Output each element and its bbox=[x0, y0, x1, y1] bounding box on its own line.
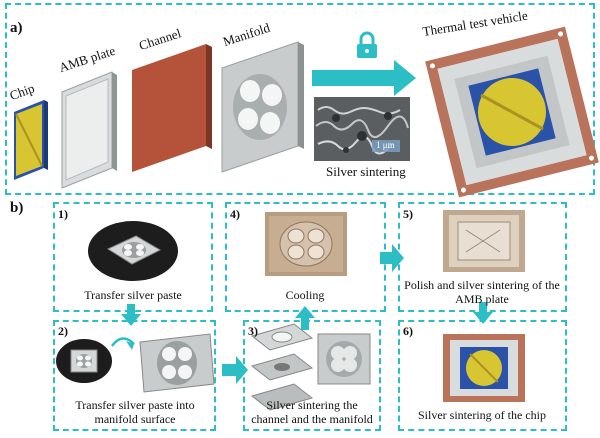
channel-illustration bbox=[132, 44, 212, 172]
step6-caption: Silver sintering of the chip bbox=[418, 408, 546, 422]
step5-box bbox=[398, 202, 567, 312]
sem-image bbox=[314, 97, 410, 161]
step6-box bbox=[398, 320, 567, 431]
step2-box bbox=[53, 320, 216, 431]
step3-image bbox=[250, 323, 371, 411]
step6-number: 6) bbox=[403, 324, 413, 338]
step5-image bbox=[443, 210, 525, 272]
thermal-test-vehicle-illustration bbox=[425, 26, 599, 198]
step3-number: 3) bbox=[248, 324, 258, 338]
lock-icon bbox=[357, 31, 377, 58]
arrow-2-to-3 bbox=[222, 356, 248, 384]
chip-illustration bbox=[14, 100, 48, 180]
step4-box bbox=[225, 202, 386, 312]
panel-a-frame bbox=[5, 3, 595, 195]
step3-box bbox=[243, 320, 381, 431]
step4-number: 4) bbox=[230, 207, 240, 221]
sem-caption: Silver sintering bbox=[326, 164, 406, 179]
step2-image bbox=[56, 333, 215, 393]
panel-a-letter: a) bbox=[10, 20, 23, 36]
process-arrow bbox=[312, 60, 416, 96]
step4-caption: Cooling bbox=[285, 288, 325, 302]
step4-image bbox=[265, 212, 347, 276]
arrow-5-to-6 bbox=[473, 302, 493, 324]
step6-image bbox=[443, 334, 525, 402]
step5-number: 5) bbox=[403, 207, 413, 221]
step5-caption: Polish and silver sintering of the AMB p… bbox=[404, 278, 560, 306]
sem-scale-bar: 1 μm bbox=[376, 140, 395, 150]
arrow-3-to-4 bbox=[295, 306, 315, 330]
step1-caption: Transfer silver paste bbox=[84, 288, 182, 302]
step3-caption: Silver sintering the channel and the man… bbox=[251, 398, 373, 426]
arrow-1-to-2 bbox=[121, 304, 141, 326]
manifold-illustration bbox=[221, 41, 304, 173]
step2-caption: Transfer silver paste into manifold surf… bbox=[75, 398, 195, 426]
amb-plate-illustration bbox=[61, 71, 117, 189]
step2-number: 2) bbox=[58, 324, 68, 338]
step1-number: 1) bbox=[58, 207, 68, 221]
step1-box bbox=[53, 202, 213, 312]
step1-image bbox=[88, 221, 178, 281]
panel-b-letter: b) bbox=[10, 200, 24, 216]
